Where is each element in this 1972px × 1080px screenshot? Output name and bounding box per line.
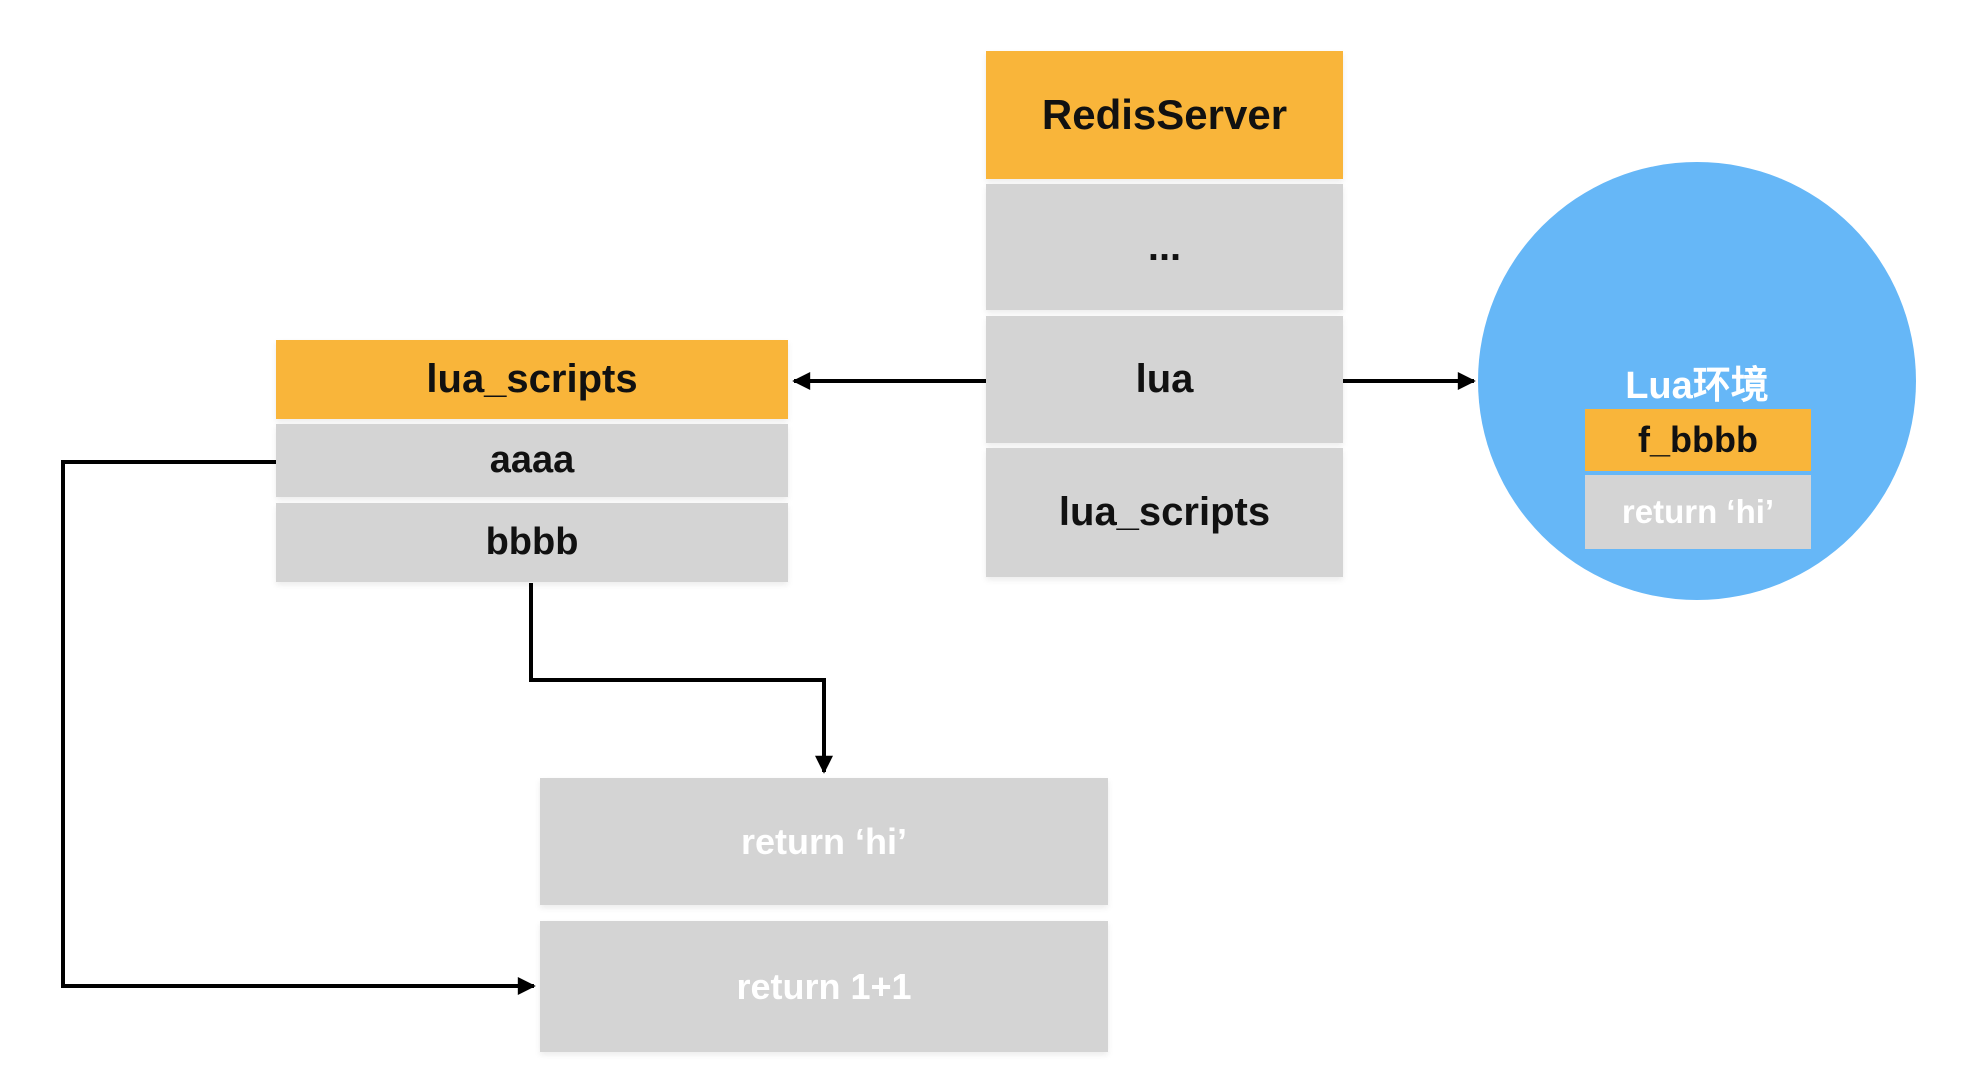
lua-env-function-name: f_bbbb (1585, 409, 1811, 471)
redis-server-row-ellipsis: ... (986, 184, 1343, 310)
script-body-return-hi: return ‘hi’ (540, 778, 1108, 905)
redis-server-row-lua-scripts: lua_scripts (986, 448, 1343, 577)
lua-env-title: Lua环境 (1625, 365, 1769, 407)
lua-scripts-header: lua_scripts (276, 340, 788, 419)
arrow-bbbb-to-return-hi (529, 583, 833, 774)
lua-scripts-row-aaaa: aaaa (276, 424, 788, 497)
redis-server-header: RedisServer (986, 51, 1343, 179)
redis-server-row-lua: lua (986, 316, 1343, 443)
lua-scripts-row-bbbb: bbbb (276, 503, 788, 582)
lua-env-function-body: return ‘hi’ (1585, 475, 1811, 549)
script-body-return-1plus1: return 1+1 (540, 921, 1108, 1052)
lua-env-circle: Lua环境 f_bbbb return ‘hi’ (1478, 162, 1916, 600)
